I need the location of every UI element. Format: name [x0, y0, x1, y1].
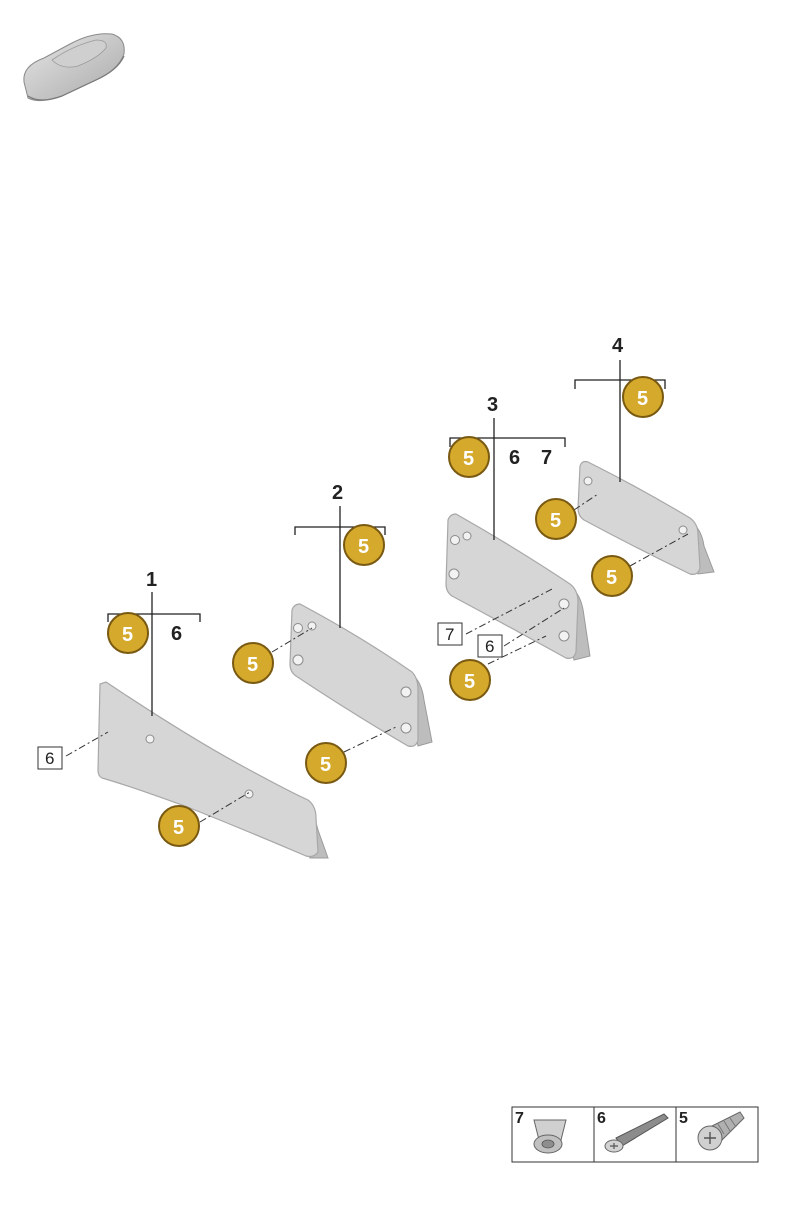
part-4-label: 4 — [612, 335, 624, 357]
svg-text:7: 7 — [515, 1110, 524, 1127]
part-1-badge-5: 5 — [158, 805, 200, 847]
svg-text:6: 6 — [485, 637, 494, 656]
part-4-badge-5: 5 — [535, 498, 577, 540]
part-3-badge-5: 5 — [448, 436, 490, 478]
part-4-plate — [577, 460, 701, 575]
svg-text:7: 7 — [445, 625, 454, 644]
part-1-badge-5: 5 — [107, 612, 149, 654]
svg-text:5: 5 — [358, 536, 369, 558]
part-2-badge-5: 5 — [232, 642, 274, 684]
svg-text:5: 5 — [320, 754, 331, 776]
part-3-group: 3 6 7 7 6 5 5 — [437, 394, 591, 701]
screw-icon — [604, 1113, 669, 1153]
part-2-badge-5: 5 — [305, 742, 347, 784]
svg-text:5: 5 — [464, 671, 475, 693]
part-1-callout-box-6: 6 — [37, 746, 63, 770]
plastic-nut-icon — [533, 1119, 567, 1154]
legend-item-7: 7 — [515, 1110, 567, 1154]
part-2-badge-5: 5 — [343, 524, 385, 566]
part-4-badge-5: 5 — [591, 555, 633, 597]
svg-text:5: 5 — [606, 567, 617, 589]
part-1-plate — [97, 681, 319, 858]
part-3-subpart-6: 6 — [509, 447, 520, 469]
svg-text:5: 5 — [463, 448, 474, 470]
part-3-label: 3 — [487, 394, 498, 416]
part-4-badge-5: 5 — [622, 376, 664, 418]
part-3-plate — [445, 513, 579, 659]
svg-text:5: 5 — [247, 654, 258, 676]
svg-text:5: 5 — [122, 624, 133, 646]
part-3-badge-5: 5 — [449, 659, 491, 701]
svg-text:5: 5 — [173, 817, 184, 839]
tapping-screw-icon — [697, 1111, 745, 1151]
part-1-label: 1 — [146, 569, 157, 591]
part-1-group: 1 6 6 5 5 — [37, 569, 329, 859]
car-thumbnail-icon — [23, 33, 125, 102]
svg-text:5: 5 — [550, 510, 561, 532]
fastener-legend: 7 6 5 — [511, 1106, 759, 1163]
part-3-callout-box-6: 6 — [477, 634, 503, 658]
part-4-group: 4 5 5 5 — [535, 335, 715, 597]
svg-text:6: 6 — [45, 749, 54, 768]
svg-text:5: 5 — [679, 1110, 688, 1127]
part-2-label: 2 — [332, 482, 343, 504]
svg-text:5: 5 — [637, 388, 648, 410]
legend-item-6: 6 — [597, 1110, 669, 1153]
legend-item-5: 5 — [679, 1110, 745, 1151]
part-2-group: 2 5 5 5 — [232, 482, 433, 784]
part-3-subpart-7: 7 — [541, 447, 552, 469]
svg-text:6: 6 — [597, 1110, 606, 1127]
part-2-plate — [289, 603, 419, 747]
part-3-callout-box-7: 7 — [437, 622, 463, 646]
part-1-subpart-6: 6 — [171, 623, 182, 645]
